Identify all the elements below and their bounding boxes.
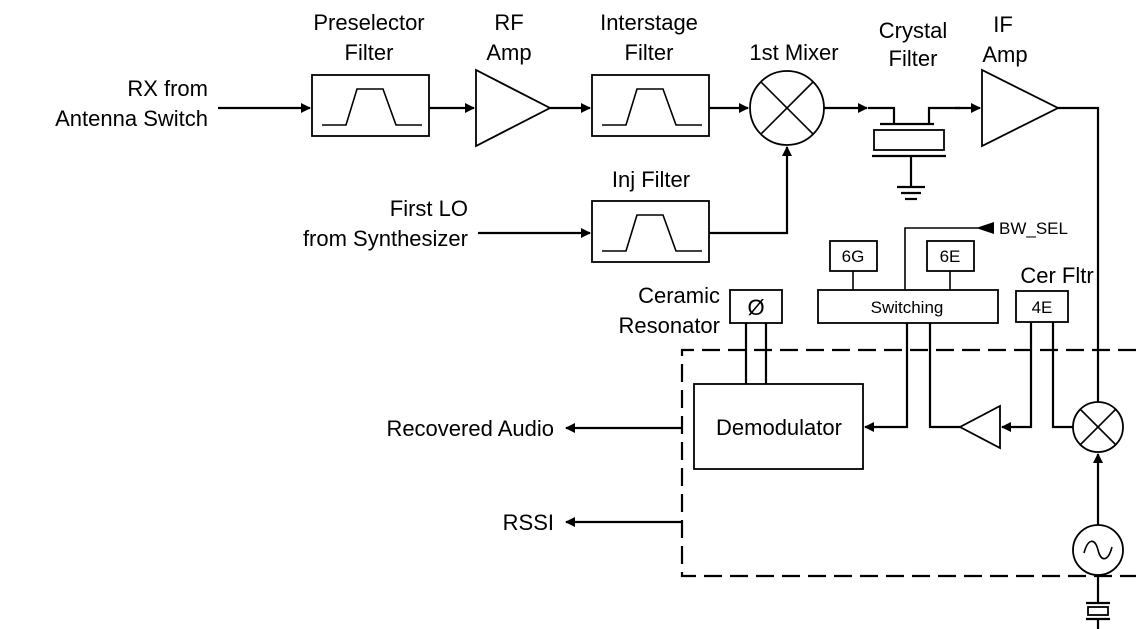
demodulator-box	[693, 383, 864, 470]
bw-sel-label: BW_SEL	[999, 219, 1068, 238]
preselector-filter-box	[311, 74, 430, 137]
switching-box	[817, 289, 999, 324]
inj-to-mixer-line	[709, 146, 792, 235]
mixer1-label: 1st Mixer	[749, 40, 838, 65]
rx-input-label-1: RX from	[127, 76, 208, 101]
pin-6e-label: 6E	[940, 247, 961, 266]
rf-amp-label-2: Amp	[486, 40, 531, 65]
interstage-label-2: Filter	[625, 40, 674, 65]
preselector-bandpass-icon	[322, 88, 422, 126]
mixer2-symbol	[1072, 401, 1124, 453]
bw-sel-line	[904, 227, 978, 290]
inj-filter-box	[591, 200, 710, 263]
switching-to-demod-line	[864, 323, 909, 432]
recovered-audio-label: Recovered Audio	[386, 416, 554, 441]
reference-crystal-symbol	[1086, 601, 1110, 629]
crystal-label-2: Filter	[889, 46, 938, 71]
demodulator-label: Demodulator	[716, 415, 842, 440]
if-amp-label-2: Amp	[982, 42, 1027, 67]
bw-sel-arrowhead	[976, 222, 994, 234]
crystal-filter-symbol	[868, 106, 960, 201]
interstage-filter-box	[591, 74, 710, 137]
limiter-amp-triangle	[958, 404, 1001, 450]
interstage-label-1: Interstage	[600, 10, 698, 35]
preselector-label-2: Filter	[345, 40, 394, 65]
pin-6g-label: 6G	[842, 247, 865, 266]
switching-to-limiter-line	[928, 323, 960, 429]
switching-label: Switching	[871, 298, 944, 317]
mixer1-symbol	[749, 70, 825, 146]
rf-amp-triangle	[475, 68, 552, 148]
if-amp-label-1: IF	[993, 12, 1013, 37]
interstage-bandpass-icon	[602, 88, 702, 126]
if-amp-triangle	[981, 68, 1061, 148]
ceramic-label-1: Ceramic	[638, 283, 720, 308]
rssi-label: RSSI	[503, 510, 554, 535]
ceramic-resonator-symbol: Ø	[747, 295, 764, 320]
cer-fltr-label: Cer Fltr	[1020, 263, 1093, 288]
pin-4e-label: 4E	[1032, 298, 1053, 317]
crystal-label-1: Crystal	[879, 18, 947, 43]
ifamp-to-mixer2-line	[1058, 106, 1103, 416]
ceramic-resonator-box	[729, 289, 783, 324]
pin-4e-box	[1015, 290, 1069, 323]
lo-input-label-2: from Synthesizer	[303, 226, 468, 251]
pin-6e-box	[926, 240, 975, 272]
oscillator-symbol	[1072, 524, 1124, 576]
rx-input-label-2: Antenna Switch	[55, 106, 208, 131]
rf-amp-label-1: RF	[494, 10, 523, 35]
inj-filter-label: Inj Filter	[612, 167, 690, 192]
cer-fltr-to-limiter-line	[1001, 322, 1033, 432]
ceramic-label-2: Resonator	[618, 313, 720, 338]
inj-bandpass-icon	[602, 214, 702, 252]
preselector-label-1: Preselector	[313, 10, 424, 35]
lo-input-label-1: First LO	[390, 196, 468, 221]
mixer2-to-cer-fltr-line	[1051, 322, 1073, 429]
